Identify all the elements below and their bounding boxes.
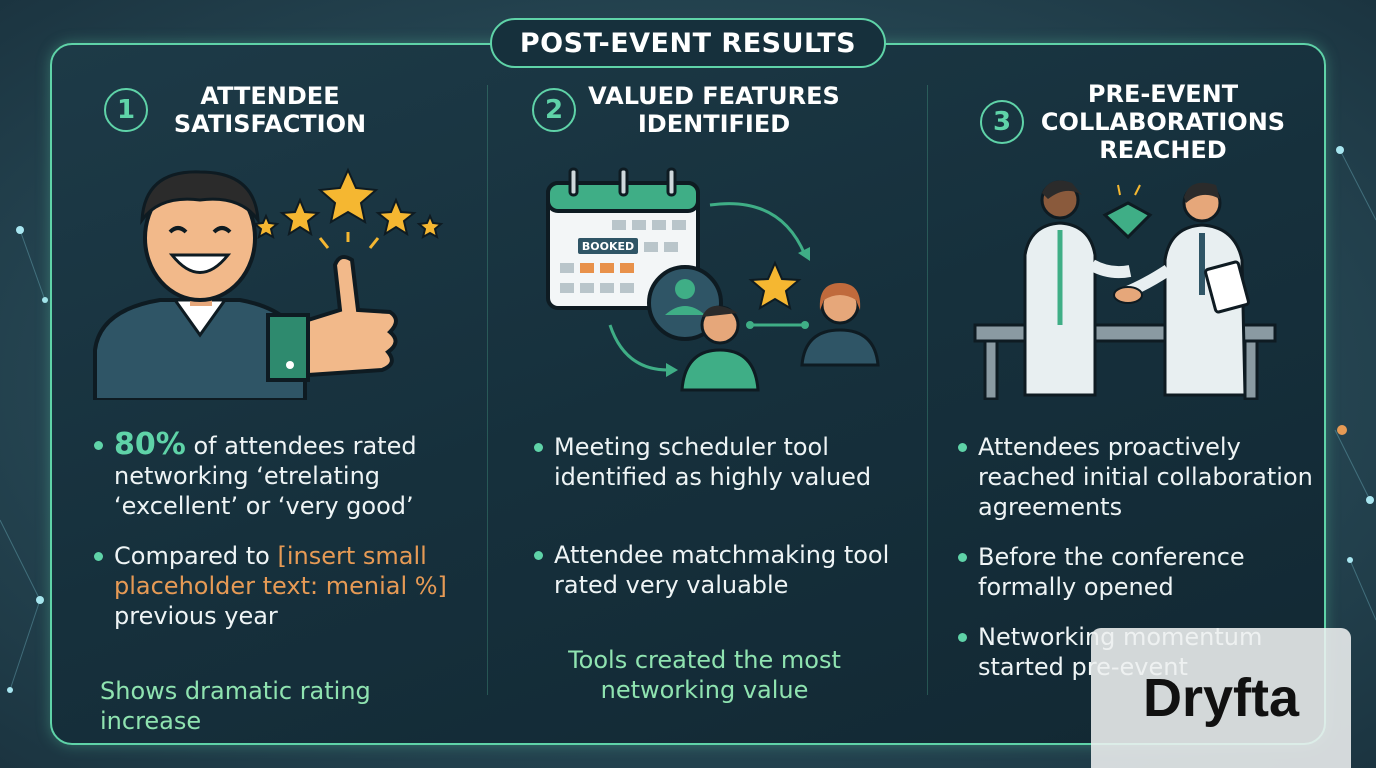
column-1-header: 1 ATTENDEE SATISFACTION (104, 82, 380, 138)
step-number: 2 (532, 88, 576, 132)
bullet-text: Attendee matchmaking tool rated very val… (554, 541, 890, 599)
bullet-text: of attendees rated networking ‘etrelatin… (114, 432, 417, 520)
placeholder-text: [insert small placeholder text: menial %… (114, 542, 447, 600)
list-item: 80% of attendees rated networking ‘etrel… (92, 430, 462, 521)
page-title: POST-EVENT RESULTS (490, 18, 886, 68)
calendar-badge: BOOKED (582, 240, 634, 253)
bullet-text: Meeting scheduler tool identified as hig… (554, 433, 872, 491)
column-divider (927, 85, 928, 695)
step-number: 3 (980, 100, 1024, 144)
bullet-text: Before the conference formally opened (978, 543, 1245, 601)
list-item: Compared to [insert small placeholder te… (92, 541, 462, 631)
list-item: Attendee matchmaking tool rated very val… (532, 540, 902, 600)
column-heading: VALUED FEATURES IDENTIFIED (588, 82, 840, 138)
step-number: 1 (104, 88, 148, 132)
handshake-agreement-icon (973, 180, 1277, 400)
satisfied-attendee-icon (93, 167, 444, 400)
list-item: Attendees proactively reached initial co… (956, 432, 1316, 522)
meeting-scheduler-icon: BOOKED (546, 167, 880, 392)
column-divider (487, 85, 488, 695)
column-summary: Tools created the most networking value (568, 646, 841, 704)
bullet-text: previous year (114, 602, 278, 630)
column-heading: PRE-EVENT COLLABORATIONS REACHED (1040, 80, 1286, 164)
column-2-bullets: Meeting scheduler tool identified as hig… (532, 432, 902, 620)
column-summary: Shows dramatic rating increase (100, 677, 371, 735)
bullet-text: Compared to (114, 542, 278, 570)
highlight-stat: 80% (114, 427, 186, 462)
column-1-bullets: 80% of attendees rated networking ‘etrel… (92, 430, 462, 651)
column-2-header: 2 VALUED FEATURES IDENTIFIED (532, 82, 844, 138)
list-item: Before the conference formally opened (956, 542, 1316, 602)
column-heading: ATTENDEE SATISFACTION (173, 82, 367, 138)
bullet-text: Attendees proactively reached initial co… (978, 433, 1313, 521)
list-item: Meeting scheduler tool identified as hig… (532, 432, 902, 492)
watermark-logo: Dryfta (1091, 628, 1351, 768)
column-3-header: 3 PRE-EVENT COLLABORATIONS REACHED (980, 80, 1288, 164)
